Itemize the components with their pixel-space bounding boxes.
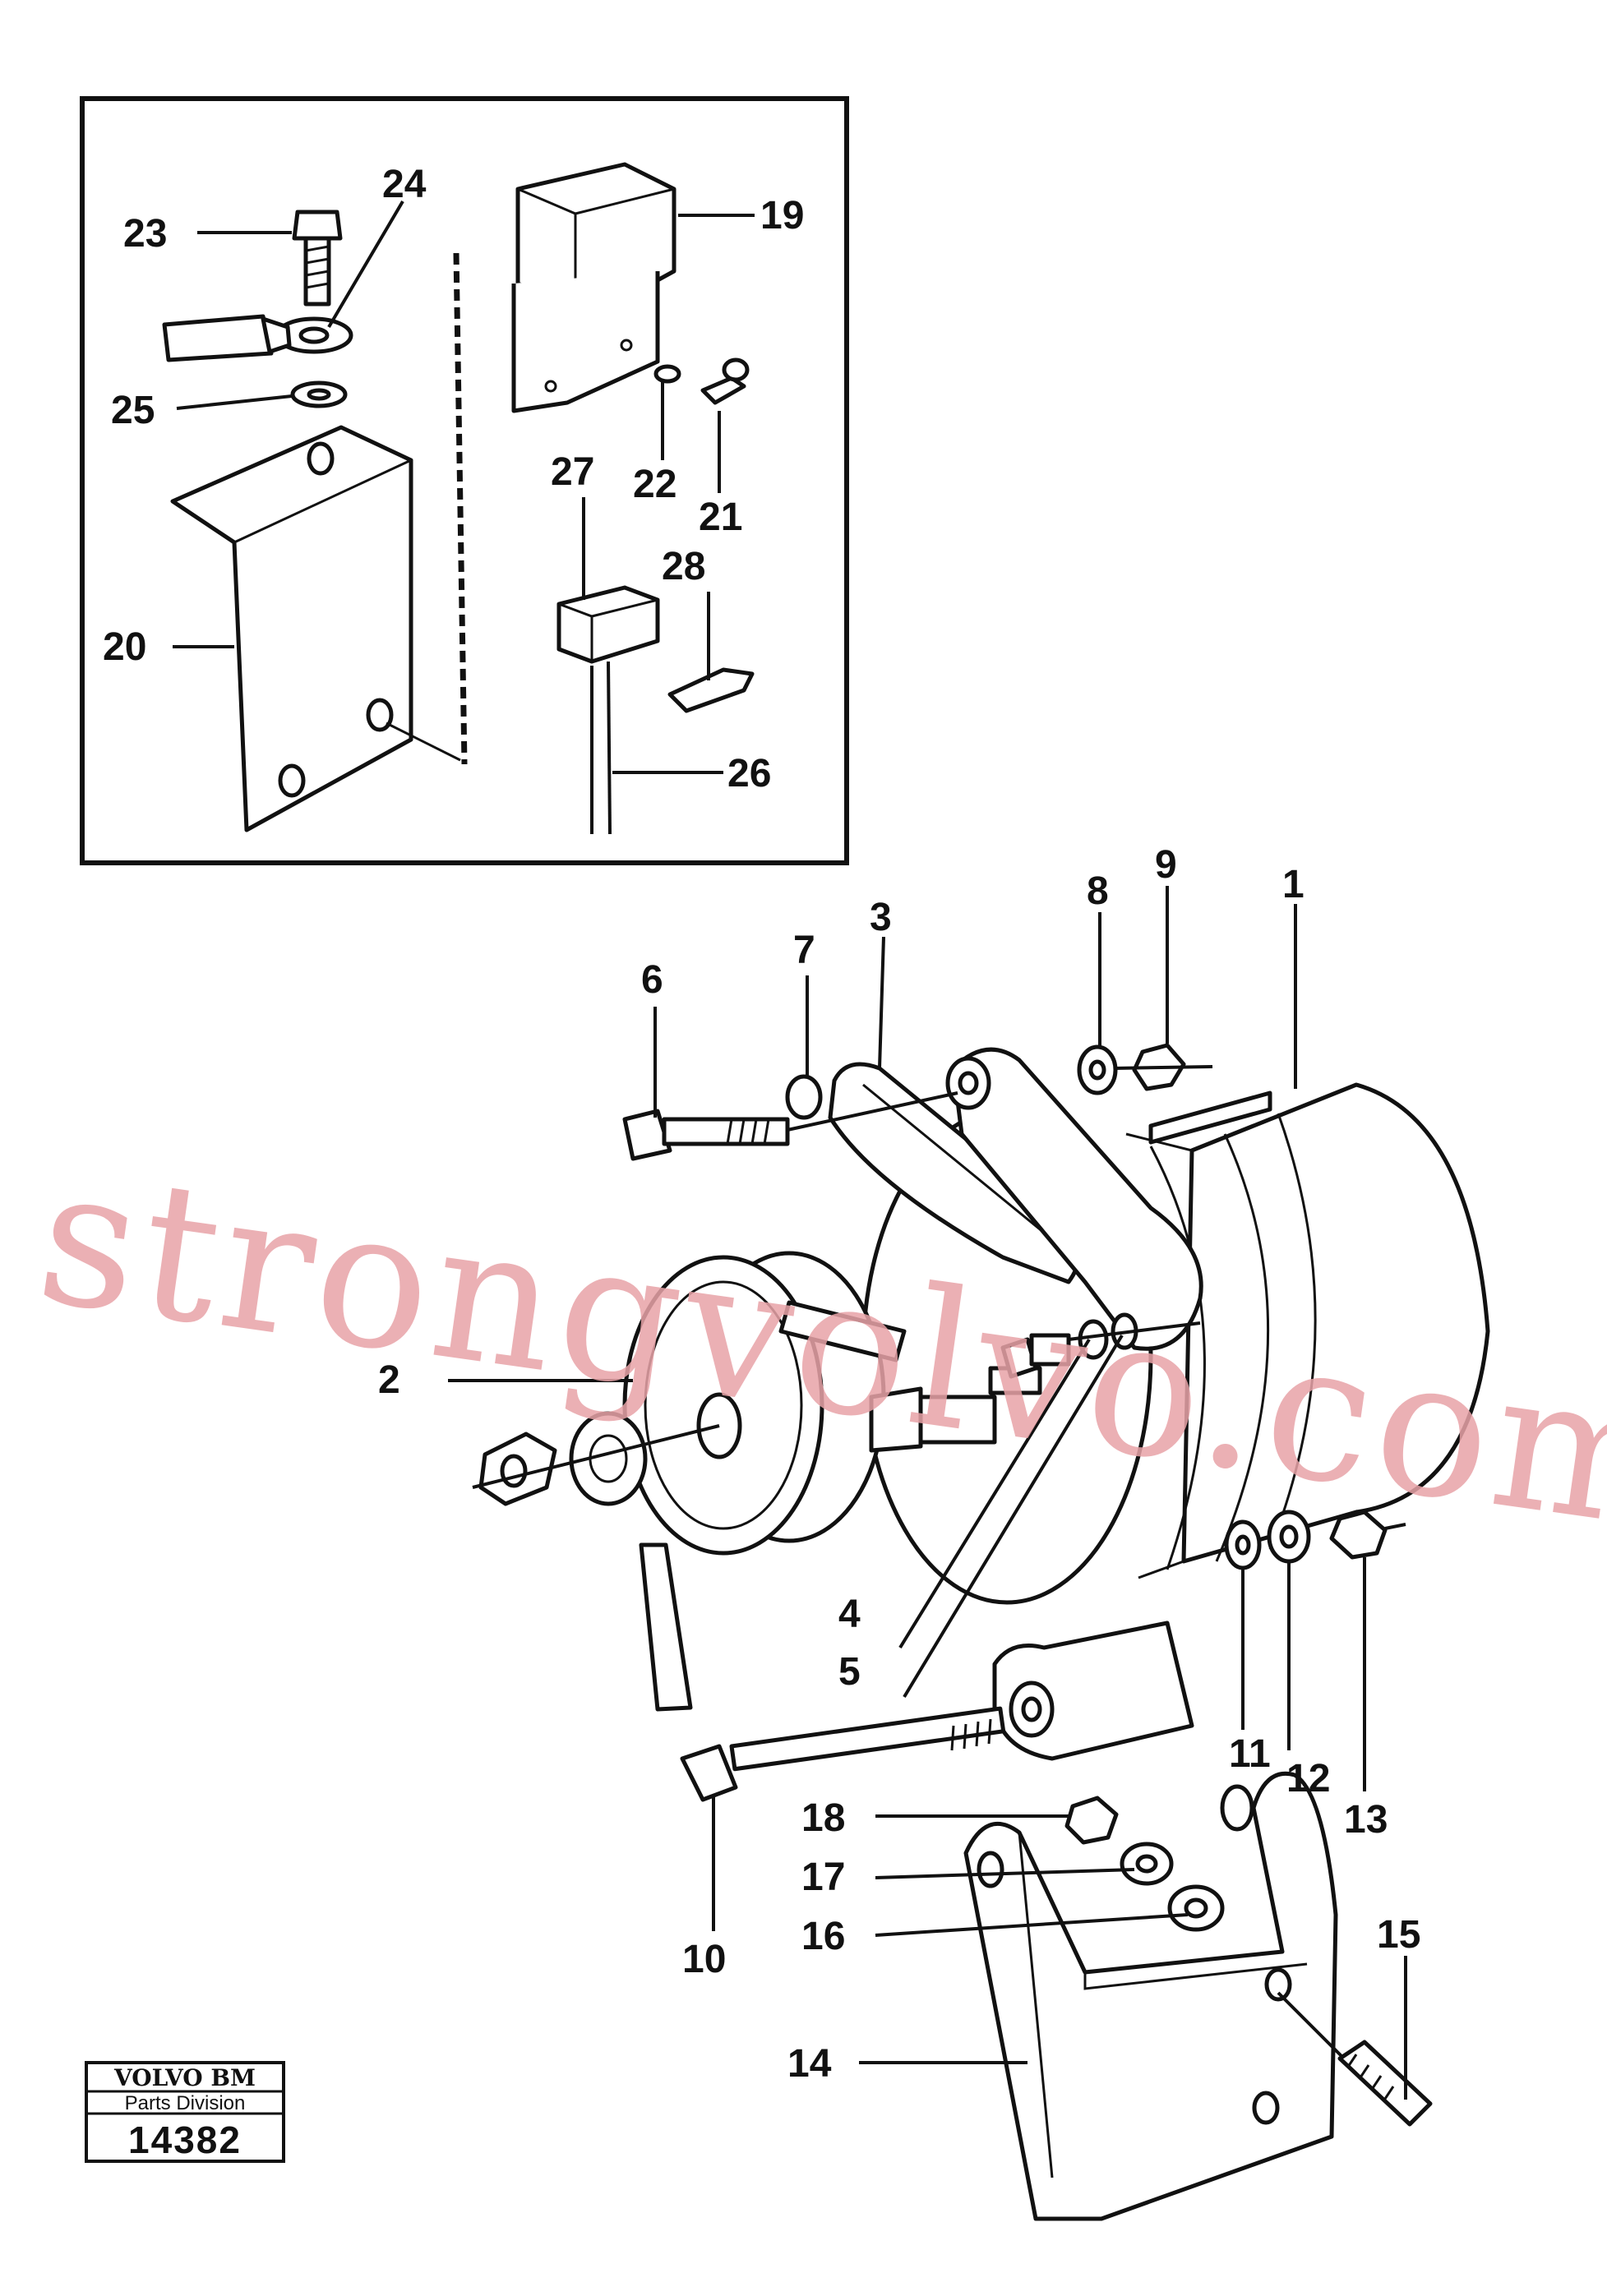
dashed-link	[453, 252, 468, 765]
bracket-14-part	[963, 1772, 1338, 2221]
cable-lug-part	[162, 314, 353, 362]
label-11: 11	[1229, 1732, 1271, 1776]
label-28: 28	[662, 545, 705, 588]
label-26: 26	[727, 752, 771, 795]
label-9: 9	[1155, 843, 1177, 887]
label-23: 23	[123, 212, 167, 256]
washers-16-18-part	[1064, 1796, 1225, 1932]
volvo-badge: VOLVO BM Parts Division 14382	[85, 2061, 285, 2163]
label-24: 24	[382, 163, 427, 206]
lower-mount-part	[992, 1621, 1194, 1761]
main-leader-lines	[448, 886, 1407, 2100]
label-4: 4	[838, 1593, 861, 1636]
relay-19-part	[511, 162, 677, 413]
label-16: 16	[801, 1915, 845, 1958]
label-15: 15	[1377, 1913, 1420, 1957]
screw-21-part	[653, 357, 750, 405]
main-labels: 1 2 3 4 5 6 7 8 9 10 11 12 13 14 15 16 1…	[378, 843, 1420, 2086]
label-14: 14	[787, 2042, 832, 2086]
label-3: 3	[870, 896, 892, 939]
inset-leader-lines	[173, 200, 755, 774]
badge-division: Parts Division	[125, 2092, 246, 2114]
bracket-20-part	[170, 425, 413, 832]
adjusting-arm-part	[828, 1062, 1082, 1284]
washers-8-9-part	[1077, 1043, 1213, 1095]
label-19: 19	[760, 194, 804, 237]
washers-11-13-part	[1224, 1510, 1406, 1570]
inset-frame	[80, 96, 849, 865]
pulley-part	[622, 1251, 907, 1712]
label-12: 12	[1286, 1757, 1330, 1800]
bolt-4-part	[1000, 1312, 1201, 1379]
terminal-28-part	[667, 667, 755, 713]
label-20: 20	[103, 625, 146, 669]
bolt-10-part	[680, 1706, 1006, 1802]
bolt-23-part	[292, 210, 343, 307]
label-27: 27	[551, 450, 594, 494]
label-2: 2	[378, 1358, 400, 1402]
screw-15-part	[1277, 1991, 1433, 2127]
label-25: 25	[111, 389, 155, 432]
label-8: 8	[1087, 869, 1109, 913]
connector-27-part	[556, 585, 660, 835]
label-13: 13	[1344, 1798, 1388, 1842]
badge-number: 14382	[128, 2118, 242, 2161]
label-18: 18	[801, 1796, 845, 1840]
bolt-6-part	[622, 1074, 958, 1161]
label-6: 6	[641, 958, 663, 1002]
label-22: 22	[633, 463, 677, 506]
upper-mount-part	[945, 1047, 1203, 1351]
label-21: 21	[699, 496, 742, 539]
shaft-nut-part	[472, 1411, 720, 1506]
inset-labels: 19 20 21 22 23 24 25 26 27 28	[103, 163, 804, 795]
label-17: 17	[801, 1856, 845, 1899]
label-7: 7	[793, 929, 815, 972]
label-10: 10	[682, 1938, 726, 1981]
washer-25-part	[290, 380, 348, 408]
label-1: 1	[1282, 863, 1305, 906]
label-5: 5	[838, 1650, 861, 1694]
badge-brand: VOLVO BM	[113, 2064, 256, 2091]
